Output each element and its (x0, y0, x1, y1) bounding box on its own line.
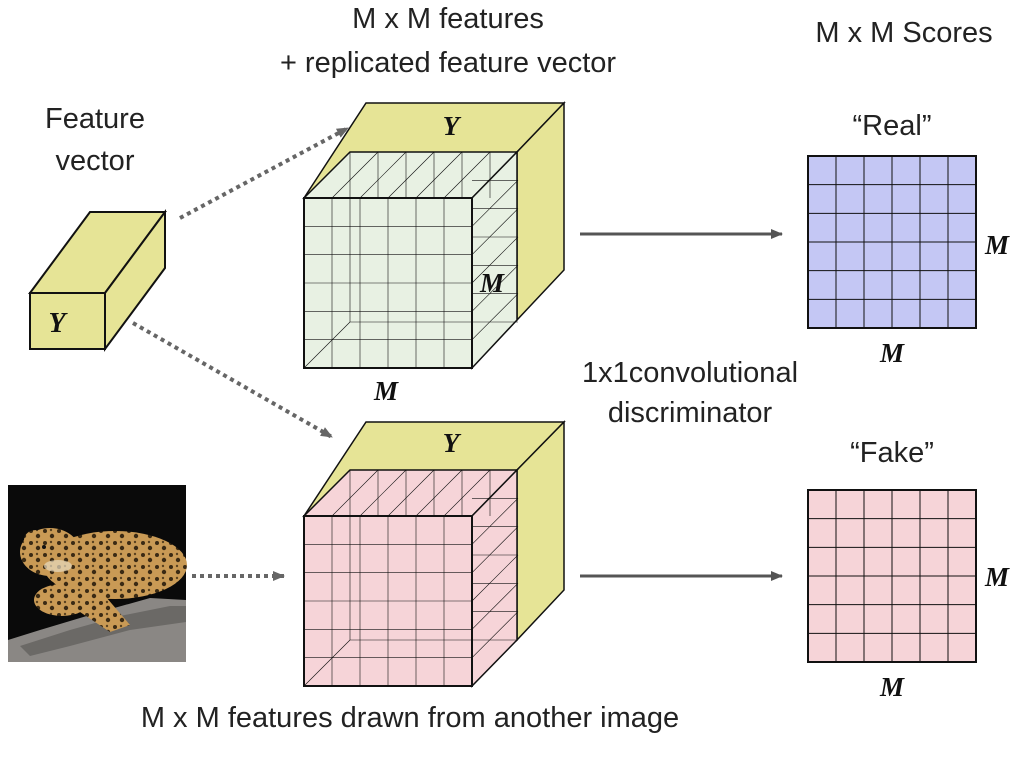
top-cube-width-m-symbol: M (373, 376, 399, 406)
top-feature-cube: Y M M (302, 101, 566, 406)
discriminator-label-line2: discriminator (608, 397, 773, 429)
fake-score-grid: M M (807, 489, 1010, 702)
bottom-caption: M x M features drawn from another image (141, 702, 679, 734)
bottom-feature-cube: Y (302, 420, 566, 688)
real-grid-width-m-symbol: M (879, 338, 905, 368)
dotted-arrow-to-bottom-cube (132, 321, 333, 439)
real-score-grid: M M (807, 155, 1010, 368)
top-cube-title-line2: + replicated feature vector (280, 47, 616, 79)
feature-vector-label-line2: vector (56, 145, 135, 177)
feature-vector-label-line1: Feature (45, 103, 145, 135)
feature-vector-y-symbol: Y (48, 308, 68, 339)
real-grid-height-m-symbol: M (984, 230, 1010, 260)
top-cube-title-line1: M x M features (352, 3, 544, 35)
top-cube-depth-m-symbol: M (479, 268, 505, 298)
fake-grid-height-m-symbol: M (984, 562, 1010, 592)
feature-vector-bar: Y (28, 208, 167, 353)
fake-label: “Fake” (850, 437, 934, 469)
leopard-photo (8, 485, 187, 662)
fake-grid-width-m-symbol: M (879, 672, 905, 702)
discriminator-label-line1: 1x1convolutional (582, 357, 798, 389)
real-label: “Real” (853, 110, 932, 142)
scores-title: M x M Scores (815, 17, 992, 49)
top-cube-y-symbol: Y (443, 111, 462, 141)
bottom-cube-y-symbol: Y (443, 428, 462, 458)
